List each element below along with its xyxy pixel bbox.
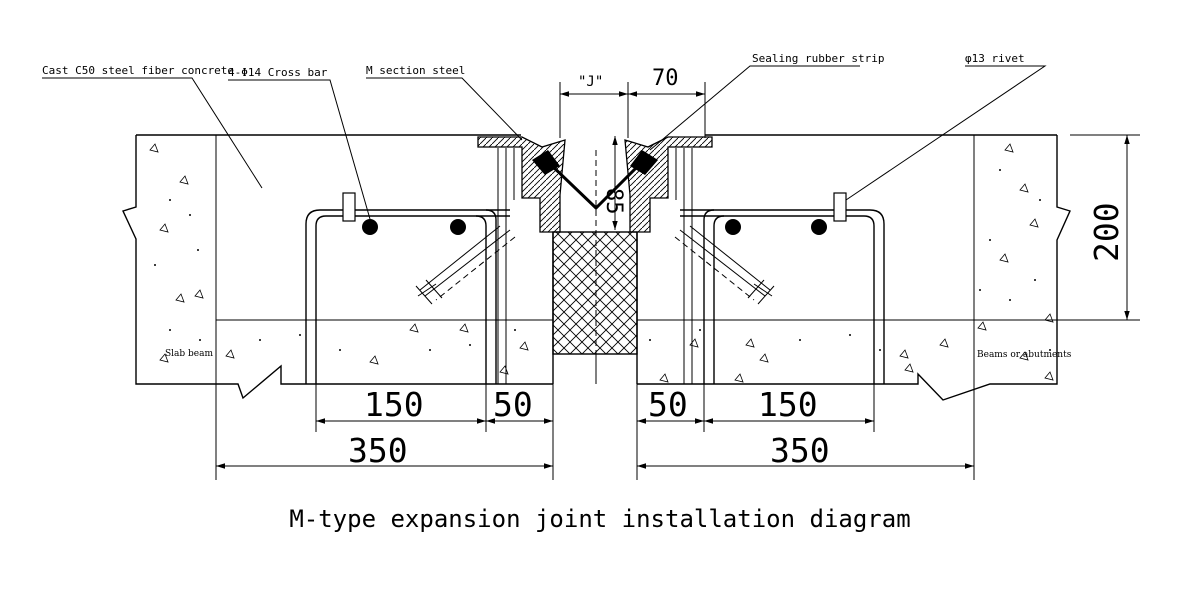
label-abutments: Beams or abutments — [977, 350, 1072, 360]
dim-left-150: 150 — [364, 385, 424, 424]
left-m-section-steel — [477, 136, 566, 233]
dim-top-width: 70 — [652, 66, 679, 91]
leaders — [42, 65, 1047, 220]
aggregate-texture — [149, 143, 1054, 383]
label-m-section-steel: M section steel — [366, 64, 465, 77]
filler-block — [552, 231, 638, 355]
dim-height: 200 — [1087, 202, 1126, 262]
left-anchor-bars — [305, 148, 516, 384]
right-anchor-bars — [674, 148, 885, 384]
right-structure — [636, 134, 1140, 401]
label-slab-beam: Slab beam — [165, 349, 213, 359]
bottom-dimensions — [215, 384, 975, 480]
diagram-caption: M-type expansion joint installation diag… — [289, 505, 911, 533]
right-m-section-steel — [624, 136, 713, 233]
dim-right-50: 50 — [648, 385, 688, 424]
label-cross-bar: 4-Φ14 Cross bar — [228, 66, 328, 79]
dim-left-350: 350 — [348, 431, 408, 470]
label-rivet: φ13 rivet — [965, 52, 1025, 65]
label-sealing-strip: Sealing rubber strip — [752, 52, 884, 65]
cross-bar-1 — [362, 219, 378, 235]
dim-left-50: 50 — [493, 385, 533, 424]
dim-gap: "J" — [578, 74, 603, 90]
height-dimension — [1070, 134, 1140, 320]
sealing-rubber-strip — [546, 160, 644, 211]
top-dimensions — [559, 82, 706, 138]
cross-bar-3 — [725, 219, 741, 235]
dim-right-150: 150 — [758, 385, 818, 424]
aggregate-dots — [154, 169, 1051, 351]
dim-right-350: 350 — [770, 431, 830, 470]
cross-bar-4 — [811, 219, 827, 235]
dim-depth: 85 — [601, 188, 626, 215]
cross-bar-2 — [450, 219, 466, 235]
label-concrete: Cast C50 steel fiber concrete — [42, 64, 234, 77]
